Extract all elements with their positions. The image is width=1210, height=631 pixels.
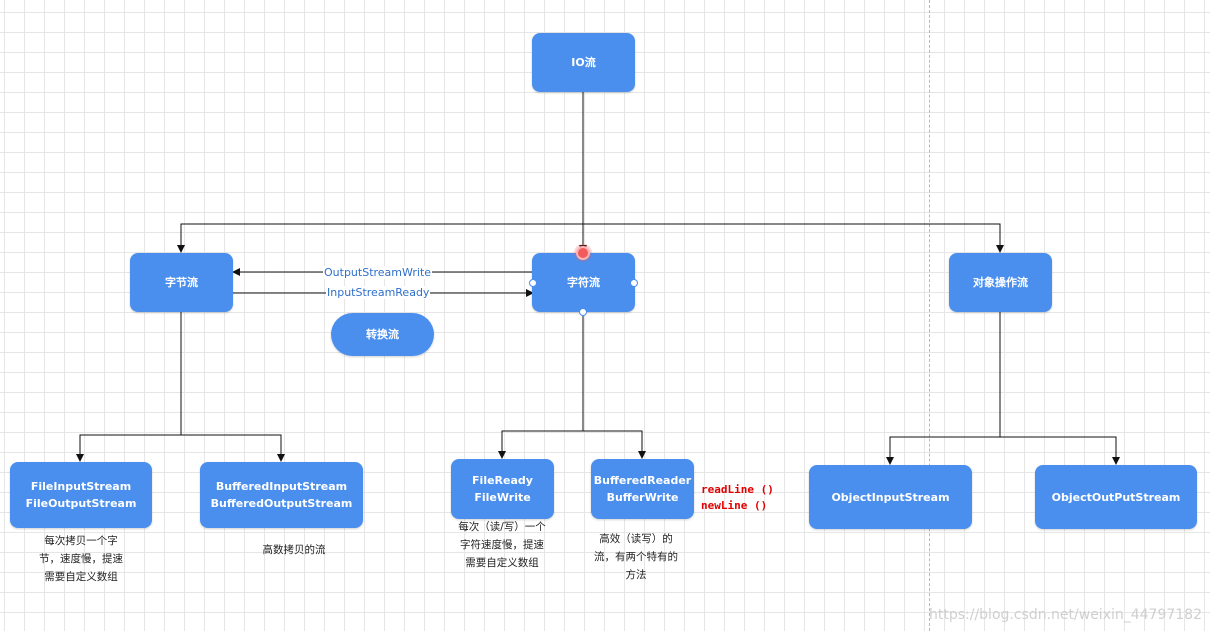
- node-byte-stream[interactable]: 字节流: [130, 253, 233, 312]
- node-convert-stream[interactable]: 转换流: [331, 313, 434, 356]
- node-file-reader-writer[interactable]: FileReady FileWrite: [451, 459, 554, 519]
- node-object-output-stream[interactable]: ObjectOutPutStream: [1035, 465, 1197, 529]
- edge-byte-to-file-io[interactable]: [76, 312, 182, 462]
- note-file-rw-line-3: 需要自定义数组: [465, 557, 539, 569]
- note-buffered-rw: 高效（读写）的 流，有两个特有的 方法: [580, 530, 692, 584]
- node-char-stream-label: 字符流: [567, 276, 600, 289]
- node-buffered-rw-line-2: BufferWrite: [606, 491, 679, 504]
- connection-handle-left[interactable]: [529, 279, 537, 287]
- edge-label-input-stream-ready: InputStreamReady: [326, 286, 431, 299]
- node-byte-stream-label: 字节流: [165, 276, 198, 289]
- note-buffered-io: 高数拷贝的流: [236, 541, 352, 559]
- edge-char-to-buffered-rw[interactable]: [583, 430, 646, 459]
- connection-handle-top-selected[interactable]: [576, 246, 590, 260]
- note-buffered-rw-line-3: 方法: [625, 569, 647, 581]
- node-file-io-stream[interactable]: FileInputStream FileOutputStream: [10, 462, 152, 528]
- edge-io-to-object[interactable]: [583, 223, 1004, 253]
- note-file-rw-line-2: 字符速度慢，提速: [460, 539, 544, 551]
- node-object-out-label: ObjectOutPutStream: [1051, 490, 1181, 504]
- node-buffered-reader-writer[interactable]: BufferedReader BufferWrite: [591, 459, 694, 519]
- note-buffered-rw-line-2: 流，有两个特有的: [594, 551, 678, 563]
- note-file-rw: 每次（读/写）一个 字符速度慢，提速 需要自定义数组: [440, 518, 564, 572]
- edge-char-to-file-rw[interactable]: [498, 312, 584, 459]
- edge-io-to-byte[interactable]: [177, 92, 584, 253]
- node-convert-stream-label: 转换流: [366, 328, 399, 341]
- node-file-rw-line-2: FileWrite: [474, 491, 531, 504]
- note-file-rw-line-1: 每次（读/写）一个: [458, 521, 546, 533]
- note-file-io-line-3: 需要自定义数组: [44, 571, 118, 583]
- node-file-rw-line-1: FileReady: [472, 474, 533, 487]
- node-buffered-rw-line-1: BufferedReader: [593, 474, 692, 487]
- node-buffered-io-line-1: BufferedInputStream: [215, 480, 348, 493]
- edge-byte-to-buffered-io[interactable]: [181, 434, 285, 462]
- node-char-stream[interactable]: 字符流: [532, 253, 635, 312]
- node-object-in-label: ObjectInputStream: [831, 490, 950, 504]
- node-buffered-io-line-2: BufferedOutputStream: [210, 497, 353, 510]
- note-file-io-line-2: 节，速度慢，提速: [39, 553, 123, 565]
- node-file-io-line-2: FileOutputStream: [25, 497, 137, 510]
- watermark: https://blog.csdn.net/weixin_44797182: [928, 607, 1202, 623]
- node-object-input-stream[interactable]: ObjectInputStream: [809, 465, 972, 529]
- node-object-stream-label: 对象操作流: [973, 276, 1028, 289]
- page-break-divider: [929, 0, 930, 631]
- node-io-stream[interactable]: IO流: [532, 33, 635, 92]
- edge-object-to-out[interactable]: [1000, 436, 1120, 465]
- node-object-stream[interactable]: 对象操作流: [949, 253, 1052, 312]
- connection-handle-right[interactable]: [630, 279, 638, 287]
- note-method-newline: newLine (): [701, 499, 768, 512]
- note-method-readline: readLine (): [701, 483, 774, 496]
- edge-object-to-in[interactable]: [886, 312, 1001, 465]
- note-file-io: 每次拷贝一个字 节，速度慢，提速 需要自定义数组: [24, 532, 138, 586]
- note-file-io-line-1: 每次拷贝一个字: [44, 535, 118, 547]
- edge-label-output-stream-write: OutputStreamWrite: [323, 266, 433, 279]
- note-buffered-io-line-1: 高数拷贝的流: [262, 544, 326, 556]
- node-file-io-line-1: FileInputStream: [30, 480, 132, 493]
- connection-handle-bottom[interactable]: [579, 308, 587, 316]
- node-buffered-io-stream[interactable]: BufferedInputStream BufferedOutputStream: [200, 462, 363, 528]
- note-special-methods: readLine () newLine (): [701, 482, 774, 514]
- node-io-stream-label: IO流: [571, 56, 596, 69]
- note-buffered-rw-line-1: 高效（读写）的: [599, 533, 673, 545]
